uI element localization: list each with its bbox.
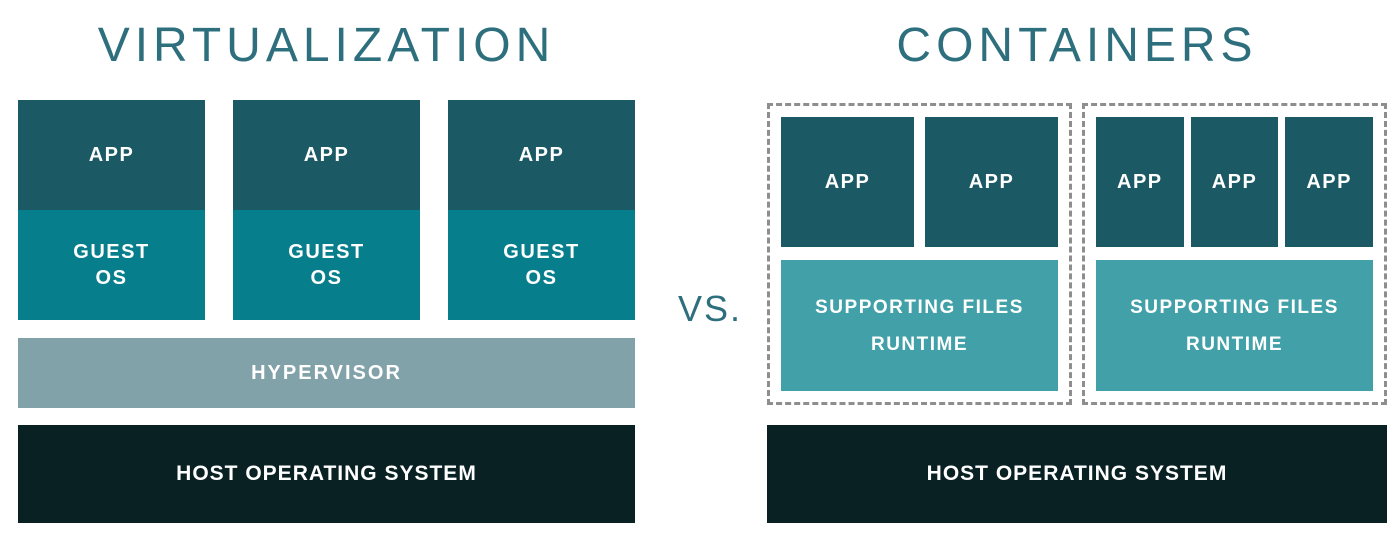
guest-os-label-line1: GUEST [73,241,150,263]
vm-stacks: APP GUEST OS APP GUEST OS APP GUEST OS [18,100,635,320]
vm-stack: APP GUEST OS [233,100,420,320]
guest-os-box: GUEST OS [233,210,420,320]
container-app-box: APP [781,117,914,247]
container-group-1: APP APP SUPPORTING FILES RUNTIME [767,103,1072,405]
supporting-files-label: SUPPORTING FILES [815,296,1024,318]
virtualization-title: VIRTUALIZATION [97,19,556,72]
runtime-label: RUNTIME [1185,333,1284,355]
vm-stack: APP GUEST OS [18,100,205,320]
container-app-box: APP [1285,117,1374,247]
container-app-label: APP [968,170,1015,193]
vm-stack: APP GUEST OS [448,100,635,320]
supporting-files-runtime-box: SUPPORTING FILES RUNTIME [1096,260,1373,391]
host-os-label: HOST OPERATING SYSTEM [926,462,1228,485]
container-apps-row: APP APP [781,117,1058,247]
containers-title: CONTAINERS [896,19,1258,72]
guest-os-label-line1: GUEST [503,241,580,263]
supporting-files-label: SUPPORTING FILES [1130,296,1339,318]
guest-os-label-line2: OS [95,267,128,289]
versus-label: VS. [677,288,743,329]
containers-host-os-bar: HOST OPERATING SYSTEM [767,425,1387,523]
container-app-box: APP [1190,117,1279,247]
container-app-label: APP [1211,170,1258,193]
container-apps-row: APP APP APP [1096,117,1374,247]
virtualization-host-os-bar: HOST OPERATING SYSTEM [18,425,635,523]
vm-app-label: APP [88,143,135,166]
container-group-2: APP APP APP SUPPORTING FILES RUNTIME [1082,103,1387,405]
guest-os-label-line2: OS [525,267,558,289]
container-app-label: APP [1306,170,1352,193]
vm-app-box: APP [233,100,420,210]
runtime-label: RUNTIME [870,333,969,355]
vm-app-box: APP [18,100,205,210]
container-app-box: APP [1096,117,1184,247]
container-app-label: APP [824,170,871,193]
hypervisor-bar: HYPERVISOR [18,338,635,408]
guest-os-box: GUEST OS [18,210,205,320]
host-os-label: HOST OPERATING SYSTEM [176,462,477,485]
vm-app-label: APP [518,143,565,166]
guest-os-label-line2: OS [310,267,343,289]
vm-app-box: APP [448,100,635,210]
guest-os-box: GUEST OS [448,210,635,320]
guest-os-label-line1: GUEST [288,241,365,263]
vm-app-label: APP [303,143,350,166]
hypervisor-label: HYPERVISOR [251,361,402,384]
container-groups: APP APP SUPPORTING FILES RUNTIME APP APP [767,103,1387,405]
supporting-files-runtime-box: SUPPORTING FILES RUNTIME [781,260,1058,391]
container-app-box: APP [925,117,1058,247]
container-app-label: APP [1117,170,1163,193]
